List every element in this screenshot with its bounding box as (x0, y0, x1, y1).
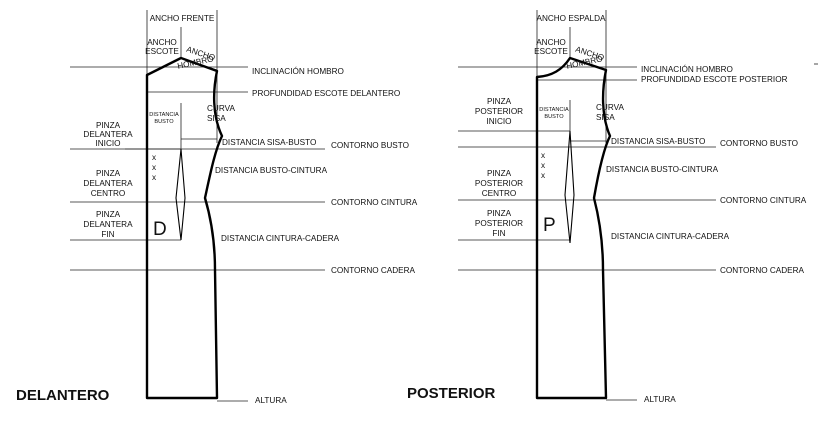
front-pinza-fin-line-2: DELANTERA (83, 220, 133, 229)
back-pattern: ANCHO ESPALDA ANCHO ESCOTE ANCHO HOMBRO … (407, 10, 818, 404)
back-pinza-centro-line-1: PINZA (487, 169, 512, 178)
front-busto-cintura-label: DISTANCIA BUSTO-CINTURA (215, 166, 328, 175)
back-contorno-busto-label: CONTORNO BUSTO (720, 139, 798, 148)
back-pinza-inicio-label: PINZA POSTERIOR INICIO (475, 97, 523, 126)
front-contorno-cintura-label: CONTORNO CINTURA (331, 198, 418, 207)
back-contorno-cintura-label: CONTORNO CINTURA (720, 196, 807, 205)
front-pinza-centro-label: PINZA DELANTERA CENTRO (83, 169, 133, 198)
front-dart-shape (175, 148, 186, 241)
back-pinza-centro-label: PINZA POSTERIOR CENTRO (475, 169, 523, 198)
back-ancho-espalda-label: ANCHO ESPALDA (536, 14, 606, 23)
back-altura-label: ALTURA (644, 395, 676, 404)
back-inclinacion-label: INCLINACIÓN HOMBRO (641, 64, 733, 74)
front-curva-sisa-label-1: CURVA (207, 104, 235, 113)
front-pinza-inicio-line-2: DELANTERA (83, 130, 133, 139)
back-cintura-cadera-label: DISTANCIA CINTURA-CADERA (611, 232, 730, 241)
front-distancia-busto-label-2: BUSTO (154, 119, 174, 125)
back-ancho-escote-label-1: ANCHO (536, 38, 566, 47)
front-pinza-inicio-line-3: INICIO (95, 139, 120, 148)
front-pinza-fin-line-3: FIN (101, 230, 114, 239)
front-contorno-cadera-label: CONTORNO CADERA (331, 266, 416, 275)
front-pinza-fin-label: PINZA DELANTERA FIN (83, 210, 133, 239)
back-curva-sisa-label-2: SISA (596, 113, 615, 122)
back-pinza-inicio-line-1: PINZA (487, 97, 512, 106)
back-pattern-outline (535, 56, 612, 400)
back-distancia-busto-label-1: DISTANCIA (539, 107, 569, 113)
front-pinza-centro-line-3: CENTRO (91, 189, 126, 198)
front-distancia-busto-label-1: DISTANCIA (149, 112, 179, 118)
back-busto-cintura-label: DISTANCIA BUSTO-CINTURA (606, 165, 719, 174)
back-curva-sisa-label-1: CURVA (596, 103, 624, 112)
front-pattern-outline (145, 56, 224, 400)
back-pinza-centro-line-3: CENTRO (482, 189, 517, 198)
back-contorno-cadera-label: CONTORNO CADERA (720, 266, 805, 275)
front-pinza-inicio-label: PINZA DELANTERA INICIO (83, 121, 133, 148)
front-profundidad-label: PROFUNDIDAD ESCOTE DELANTERO (252, 89, 400, 98)
back-letter-mark: P (543, 215, 556, 236)
back-x-mark-3: x (541, 171, 545, 180)
front-x-mark-1: x (152, 153, 156, 162)
front-pinza-fin-line-1: PINZA (96, 210, 121, 219)
back-guide-lines (458, 10, 818, 401)
front-cintura-cadera-label: DISTANCIA CINTURA-CADERA (221, 234, 340, 243)
front-x-mark-3: x (152, 173, 156, 182)
back-profundidad-label: PROFUNDIDAD ESCOTE POSTERIOR (641, 75, 788, 84)
back-pinza-inicio-line-2: POSTERIOR (475, 107, 523, 116)
front-letter-mark: D (153, 219, 167, 240)
back-pinza-fin-line-1: PINZA (487, 209, 512, 218)
back-distancia-busto-label-2: BUSTO (544, 114, 564, 120)
back-title: POSTERIOR (407, 385, 496, 402)
front-curva-sisa-label-2: SISA (207, 114, 226, 123)
front-pinza-centro-line-2: DELANTERA (83, 179, 133, 188)
back-ancho-escote-label-2: ESCOTE (534, 47, 568, 56)
front-ancho-escote-label-2: ESCOTE (145, 47, 179, 56)
front-sisa-busto-label: DISTANCIA SISA-BUSTO (222, 138, 316, 147)
front-inclinacion-label: INCLINACIÓN HOMBRO (252, 66, 344, 76)
back-pinza-fin-line-3: FIN (492, 229, 505, 238)
front-contorno-busto-label: CONTORNO BUSTO (331, 141, 409, 150)
front-ancho-escote-label-1: ANCHO (147, 38, 177, 47)
back-pinza-inicio-line-3: INICIO (486, 117, 511, 126)
back-x-mark-1: x (541, 151, 545, 160)
front-title: DELANTERO (16, 387, 110, 404)
front-pinza-inicio-line-1: PINZA (96, 121, 121, 130)
front-pattern: ANCHO FRENTE ANCHO ESCOTE ANCHO HOMBRO I… (16, 10, 418, 405)
back-pinza-fin-label: PINZA POSTERIOR FIN (475, 209, 523, 238)
front-altura-label: ALTURA (255, 396, 287, 405)
back-pinza-fin-line-2: POSTERIOR (475, 219, 523, 228)
front-ancho-frente-label: ANCHO FRENTE (150, 14, 215, 23)
front-pinza-centro-line-1: PINZA (96, 169, 121, 178)
back-x-mark-2: x (541, 161, 545, 170)
back-sisa-busto-label: DISTANCIA SISA-BUSTO (611, 137, 705, 146)
front-x-mark-2: x (152, 163, 156, 172)
back-dart-shape (564, 130, 575, 244)
back-pinza-centro-line-2: POSTERIOR (475, 179, 523, 188)
